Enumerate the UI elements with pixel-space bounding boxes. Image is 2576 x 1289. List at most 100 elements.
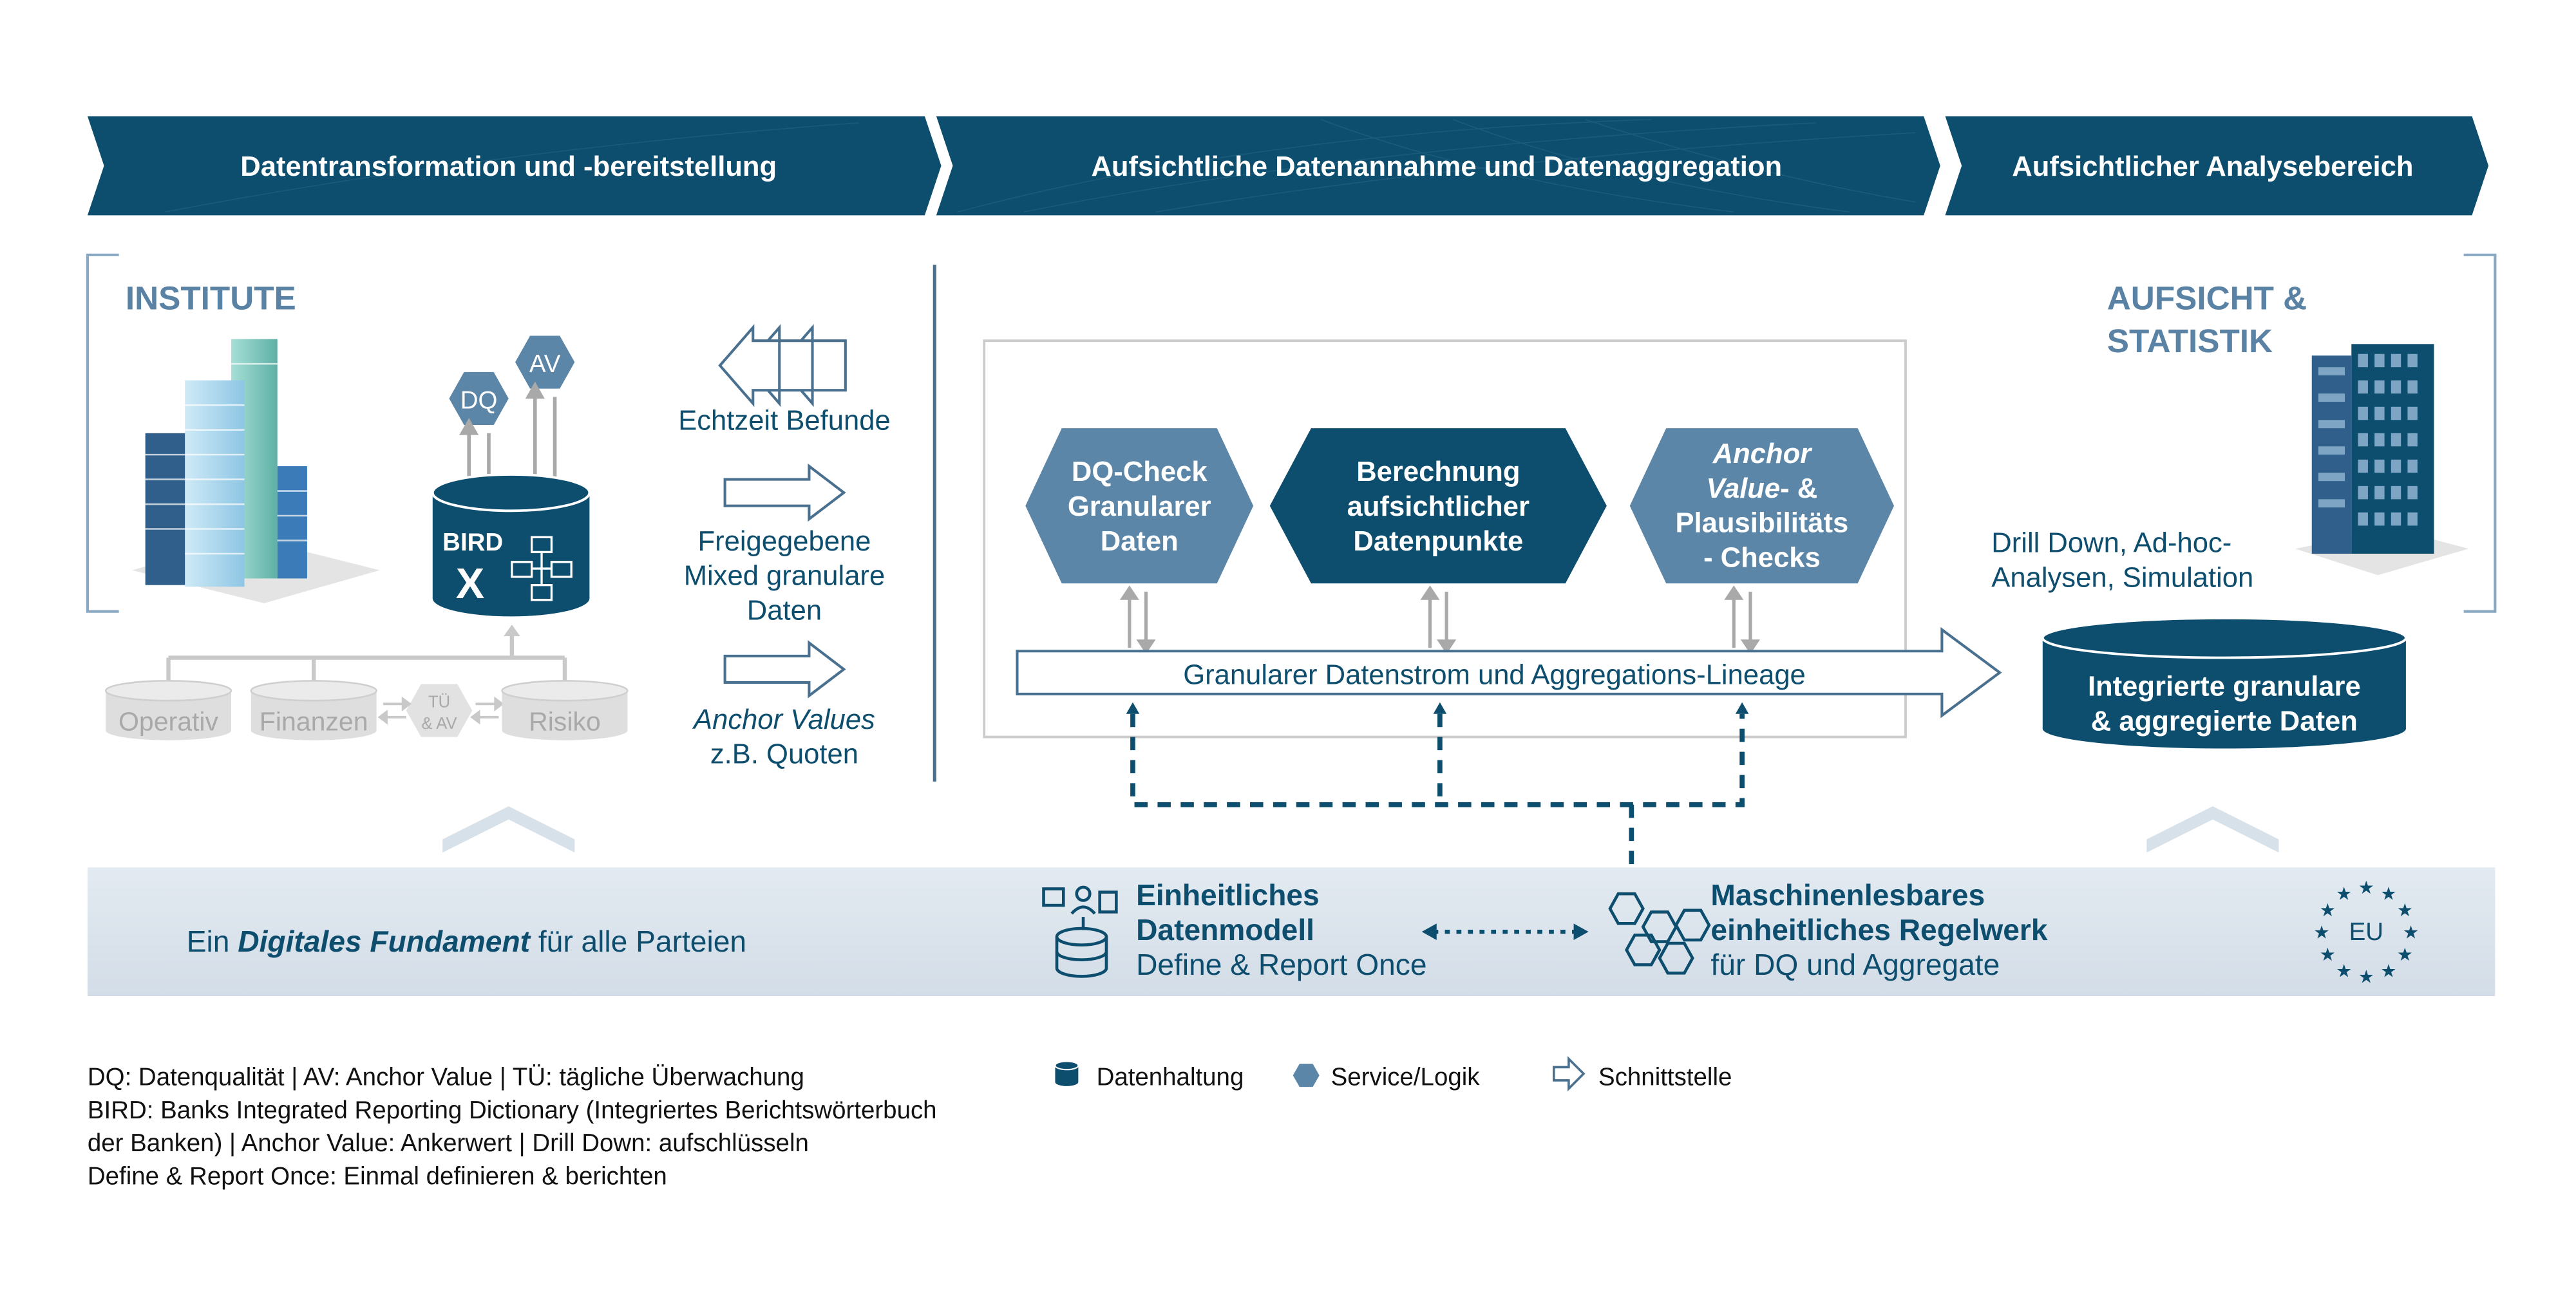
central-panel: DQ-Check Granularer Daten Berechnung auf…	[983, 339, 2002, 868]
footnote-1: DQ: Datenqualität | AV: Anchor Value | T…	[88, 1064, 804, 1091]
analysis-label-2: Analysen, Simulation	[1991, 562, 2253, 593]
footnote-3: der Banken) | Anchor Value: Ankerwert | …	[88, 1129, 809, 1157]
hex-anchor-line3: Plausibilitäts	[1675, 508, 1848, 539]
eu-label: EU	[2349, 918, 2383, 946]
banner-mesh	[165, 118, 1916, 212]
eu-star: ★	[2336, 960, 2352, 981]
legend-interface-label: Schnittstelle	[1598, 1064, 1732, 1091]
hex-anchor-line2: Value- &	[1707, 473, 1818, 504]
av-label: AV	[529, 350, 561, 378]
phase-1-banner	[87, 116, 942, 216]
legend-service-icon	[1293, 1064, 1320, 1087]
foundation-band-shape	[87, 867, 2496, 997]
db-finanzen-label: Finanzen	[260, 706, 368, 736]
hex-dq-check	[1025, 428, 1254, 584]
footnote-4: Define & Report Once: Einmal definieren …	[88, 1162, 667, 1190]
foundation-chevron-right	[2146, 806, 2279, 853]
dq-hexagon	[449, 372, 509, 425]
hex-anchor-line1: Anchor	[1712, 438, 1813, 469]
eu-star: ★	[2397, 899, 2413, 920]
institute-buildings-icon	[132, 339, 380, 603]
aufsicht-panel: AUFSICHT & STATISTIK	[1991, 253, 2497, 749]
echtzeit-label: Echtzeit Befunde	[678, 406, 890, 437]
central-frame	[983, 339, 1907, 739]
foundation-text: Ein Digitales Fundament für alle Parteie…	[187, 925, 746, 958]
tu-av-label-1: TÜ	[428, 693, 450, 711]
hex-anchor-line4: - Checks	[1703, 542, 1821, 573]
hex-anchor-value	[1629, 428, 1895, 584]
foundation-text-em: Digitales Fundament	[238, 925, 531, 958]
eu-star: ★	[2358, 966, 2374, 987]
data-stream-label: Granularer Datenstrom und Aggregations-L…	[1183, 660, 1806, 691]
hex-dq-check-line2: Granularer	[1068, 491, 1211, 522]
freigegebene-label-2: Mixed granulare	[684, 561, 885, 592]
dashed-connectors	[1130, 713, 1745, 868]
hex-berechnung-line1: Berechnung	[1356, 456, 1520, 487]
freigegebene-label-3: Daten	[747, 596, 822, 626]
bird-x-label: X	[456, 560, 484, 608]
eu-star: ★	[2320, 899, 2336, 920]
footnote-2: BIRD: Banks Integrated Reporting Diction…	[88, 1096, 937, 1124]
foundation-text-post: für alle Parteien	[530, 925, 746, 958]
av-hexagon	[515, 335, 575, 389]
analysis-label-1: Drill Down, Ad-hoc-	[1991, 527, 2231, 558]
hex-anchor-line2-rest: - &	[1780, 473, 1817, 504]
anchor-label-2: z.B. Quoten	[710, 739, 858, 770]
data-model-icon	[1042, 885, 1118, 978]
db-risiko: Risiko	[501, 680, 629, 740]
eu-star: ★	[2380, 960, 2396, 981]
legend-storage-label: Datenhaltung	[1097, 1064, 1244, 1091]
integrated-db-label-2: & aggregierte Daten	[2091, 706, 2358, 737]
tu-av-hexagon: TÜ & AV	[406, 684, 473, 737]
hex-berechnung-line2: aufsichtlicher	[1347, 491, 1530, 522]
interfaces-column: Echtzeit Befunde Freigegebene Mixed gran…	[678, 324, 891, 770]
db-risiko-label: Risiko	[529, 706, 601, 736]
institute-title: INSTITUTE	[126, 279, 296, 316]
foundation-chevron-left	[442, 806, 575, 853]
data-stream-arrow	[1016, 626, 2002, 719]
model-subtitle: Define & Report Once	[1136, 948, 1426, 981]
hex-anchor-line2-value: Value	[1707, 473, 1781, 504]
hex-stream-arrows	[1119, 585, 1760, 654]
rules-title-1: Maschinenlesbares	[1710, 878, 1985, 912]
phase-3-banner	[1945, 116, 2489, 216]
source-tree-lines	[166, 631, 567, 681]
aufsicht-title-2: STATISTIK	[2107, 323, 2273, 359]
footnotes: DQ: Datenqualität | AV: Anchor Value | T…	[88, 1064, 937, 1190]
aufsicht-building-icon	[2295, 344, 2469, 576]
echtzeit-arrows-icon	[718, 324, 847, 408]
dq-label: DQ	[460, 386, 498, 414]
dashed-arrowheads	[1126, 702, 1749, 714]
eu-star: ★	[2336, 883, 2352, 903]
rules-title-2: einheitliches Regelwerk	[1710, 913, 2047, 946]
hex-berechnung	[1269, 428, 1607, 584]
rulebook-icon	[1608, 892, 1711, 975]
hex-berechnung-line3: Datenpunkte	[1353, 526, 1523, 557]
legend: Datenhaltung Service/Logik Schnittstelle	[1054, 1056, 1732, 1092]
integrated-database: Integrierte granulare & aggregierte Date…	[2041, 617, 2407, 749]
header-banner: Datentransformation und -bereitstellung …	[87, 116, 2489, 216]
db-finanzen: Finanzen	[250, 680, 377, 740]
legend-interface-icon	[1553, 1056, 1586, 1092]
institute-panel: INSTITUTE DQ AV	[86, 253, 629, 740]
legend-service-label: Service/Logik	[1331, 1064, 1481, 1091]
foundation-text-pre: Ein	[187, 925, 238, 958]
tu-av-label-2: & AV	[422, 715, 457, 733]
eu-star: ★	[2320, 944, 2336, 964]
bird-structure-icon	[511, 536, 573, 601]
aufsicht-bracket	[2463, 253, 2497, 613]
phase-2-title: Aufsichtliche Datenannahme und Datenaggr…	[1091, 151, 1782, 182]
eu-star: ★	[2380, 883, 2396, 903]
db-operativ: Operativ	[104, 680, 232, 740]
integrated-db-label-1: Integrierte granulare	[2088, 671, 2361, 702]
phase-3-title: Aufsichtlicher Analysebereich	[2012, 151, 2413, 182]
freigegebene-arrow-icon	[723, 463, 846, 522]
aufsicht-title-1: AUFSICHT &	[2107, 279, 2307, 316]
freigegebene-label-1: Freigegebene	[697, 526, 871, 557]
eu-star: ★	[2358, 877, 2374, 898]
institute-bracket	[86, 253, 119, 613]
tu-arrows	[377, 696, 504, 725]
phase-2-banner	[936, 116, 1940, 216]
eu-star: ★	[2313, 921, 2329, 942]
